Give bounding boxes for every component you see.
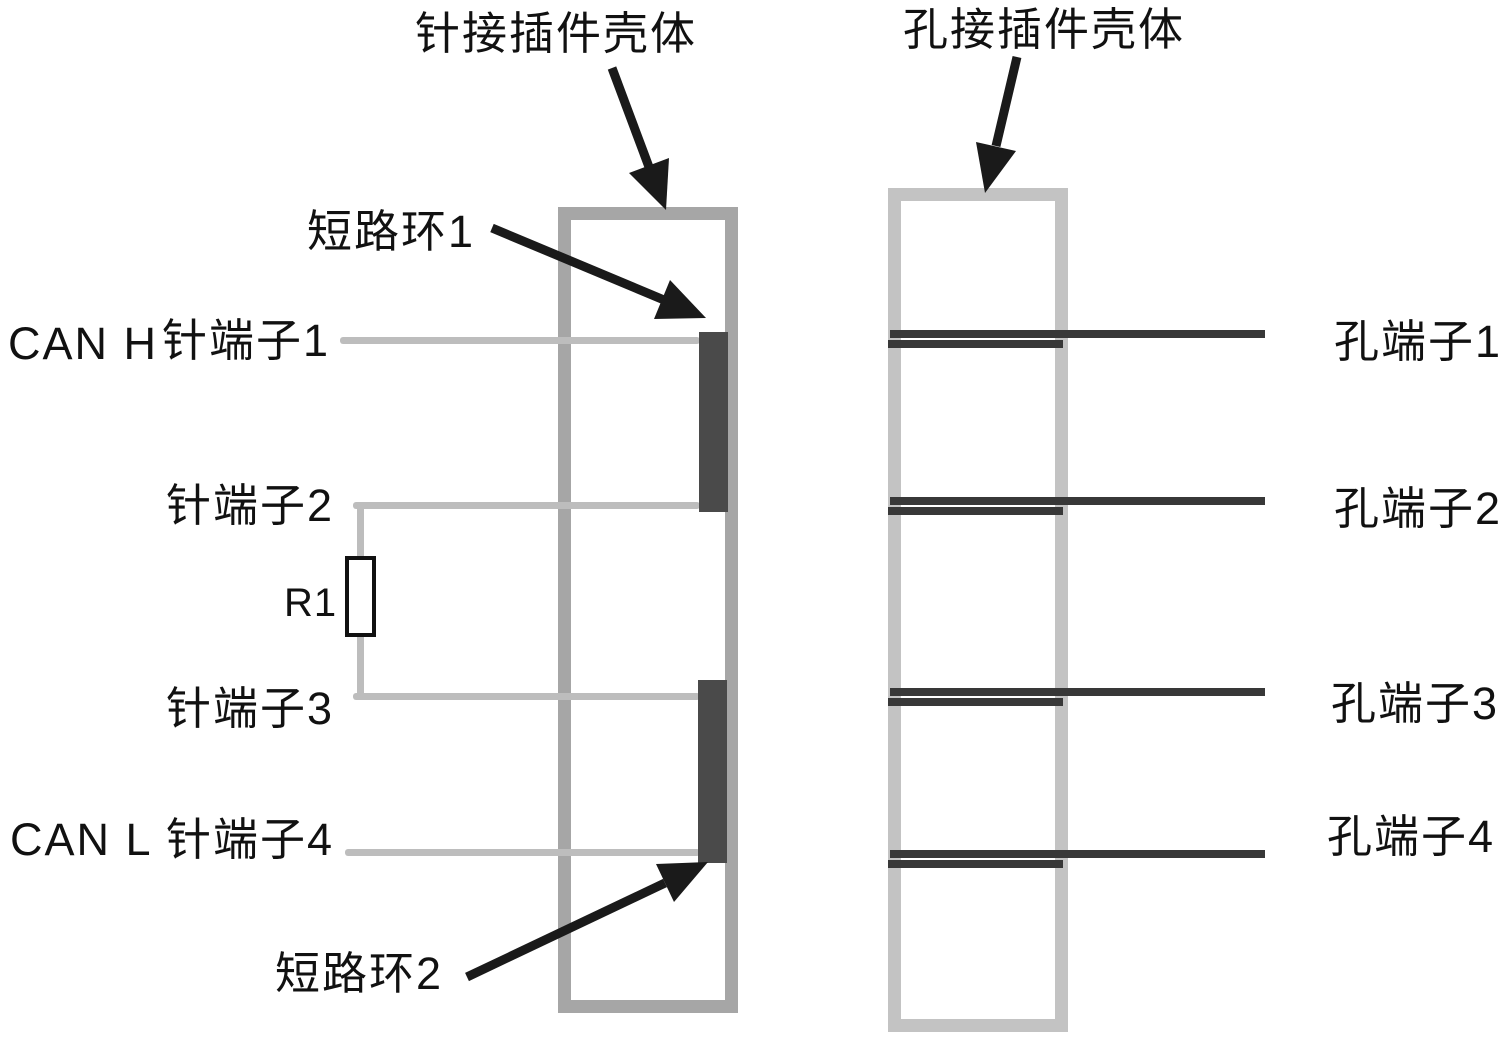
- pin-terminal-1-line: [340, 337, 700, 344]
- socket-terminal-4-label: 孔端子4: [1327, 811, 1496, 862]
- short-ring-1-bar: [699, 332, 728, 512]
- socket-terminal-1-label: 孔端子1: [1334, 316, 1503, 367]
- short-ring-2-bar: [698, 680, 727, 863]
- pin-housing-label: 针接插件壳体: [415, 8, 698, 59]
- pin-terminal-3-line: [353, 693, 700, 700]
- resistor-symbol: [345, 556, 376, 637]
- resistor-label: R1: [284, 581, 338, 625]
- short-ring-2-label: 短路环2: [275, 948, 444, 999]
- pin-terminal-2-line: [353, 502, 700, 509]
- socket-housing-outline: [888, 188, 1068, 1032]
- socket-housing-label: 孔接插件壳体: [903, 4, 1186, 55]
- socket-terminal-4-contact: [888, 860, 1063, 868]
- socket-terminal-1-line: [890, 330, 1265, 338]
- socket-terminal-3-label: 孔端子3: [1331, 678, 1500, 729]
- socket-terminal-4-line: [890, 850, 1265, 858]
- resistor-connector-lower: [357, 634, 364, 698]
- socket-terminal-2-contact: [888, 507, 1063, 515]
- pin-terminal-2-label: 针端子2: [166, 480, 335, 531]
- pin-housing-arrow: [607, 66, 669, 210]
- socket-terminal-1-contact: [888, 340, 1063, 348]
- socket-housing-arrow: [976, 55, 1022, 193]
- can-h-label: CAN H: [8, 318, 159, 369]
- can-l-label: CAN L: [10, 814, 153, 865]
- socket-terminal-3-contact: [888, 698, 1063, 706]
- pin-terminal-1-label: 针端子1: [162, 315, 331, 366]
- pin-terminal-4-line: [345, 849, 700, 856]
- short-ring-1-label: 短路环1: [307, 206, 476, 257]
- pin-terminal-3-label: 针端子3: [166, 683, 335, 734]
- pin-housing-outline: [558, 207, 738, 1013]
- resistor-connector-upper: [357, 503, 364, 559]
- socket-terminal-2-label: 孔端子2: [1334, 483, 1503, 534]
- socket-terminal-3-line: [890, 688, 1265, 696]
- socket-terminal-2-line: [890, 497, 1265, 505]
- pin-terminal-4-label: 针端子4: [166, 814, 335, 865]
